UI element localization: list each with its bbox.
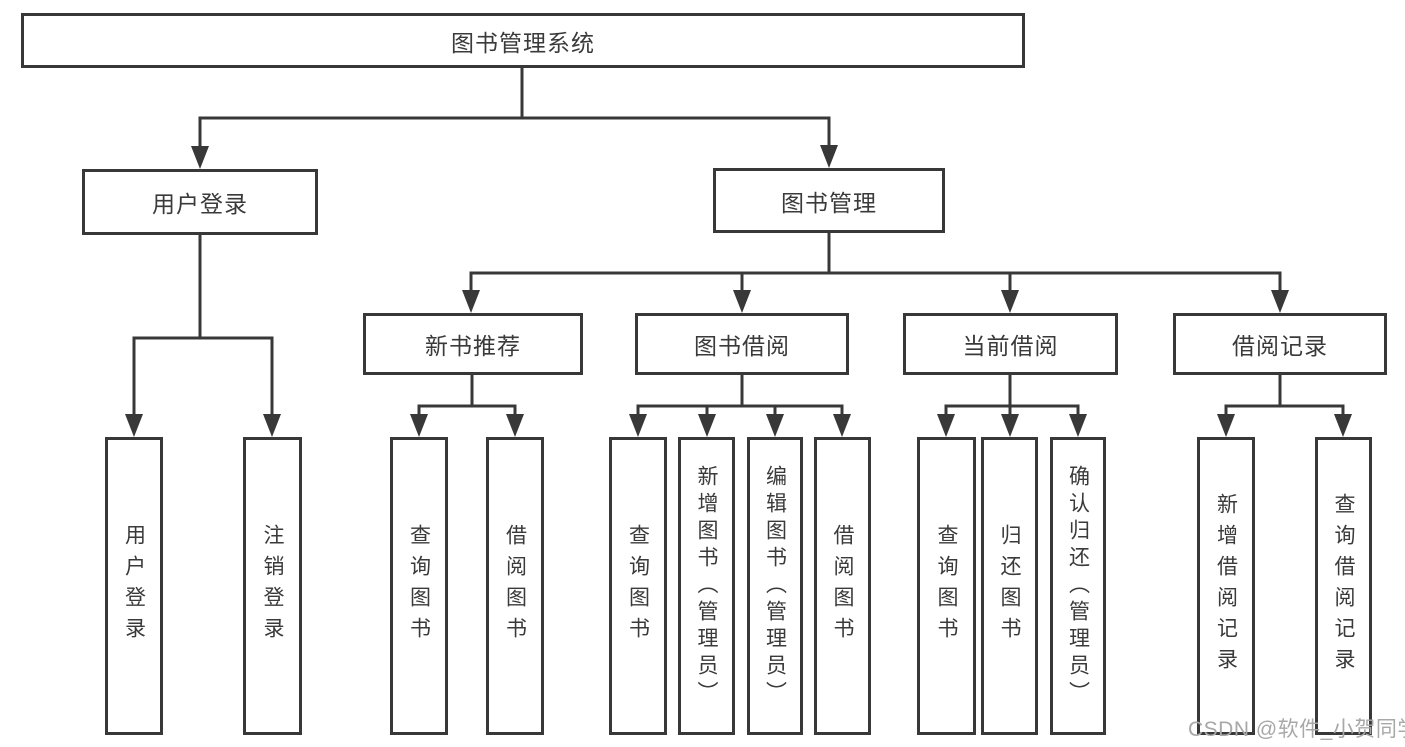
leaf-label: 借阅图书 [503, 524, 527, 648]
arrow-down-icon [263, 414, 281, 437]
connector-borrow-records [1224, 373, 1345, 416]
leaf-label: 查询图书 [935, 524, 958, 648]
arrow-down-icon [629, 414, 647, 437]
leaf-label: 新增图书（管理员） [695, 464, 718, 708]
node-new-book-recommend: 新书推荐 [363, 313, 583, 375]
leaf-edit-book-admin: 编辑图书（管理员） [747, 437, 803, 735]
connector-book-borrow [636, 373, 844, 416]
arrow-down-icon [833, 414, 851, 437]
arrow-down-icon [462, 290, 480, 313]
arrow-down-icon [698, 414, 716, 437]
node-label: 图书借阅 [694, 333, 790, 359]
leaf-label: 编辑图书（管理员） [763, 464, 787, 708]
arrow-down-icon [1271, 290, 1289, 313]
leaf-add-book-admin: 新增图书（管理员） [678, 437, 735, 735]
node-label: 当前借阅 [962, 333, 1059, 359]
arrow-down-icon [820, 145, 838, 168]
arrow-down-icon [125, 414, 143, 437]
leaf-return-book: 归还图书 [981, 437, 1038, 735]
leaf-label: 查询图书 [626, 524, 650, 648]
arrow-down-icon [1069, 414, 1087, 437]
node-label: 借阅记录 [1232, 333, 1328, 359]
leaf-logout: 注销登录 [243, 437, 302, 735]
leaf-label: 借阅图书 [831, 524, 854, 648]
leaf-label: 注销登录 [261, 524, 284, 648]
arrow-down-icon [1001, 414, 1019, 437]
arrow-down-icon [1001, 290, 1019, 313]
arrow-down-icon [506, 414, 524, 437]
node-borrow-records: 借阅记录 [1173, 313, 1387, 375]
csdn-watermark: CSDN @软件_小贺同学 [1188, 718, 1405, 741]
arrow-down-icon [191, 146, 209, 169]
node-label: 新书推荐 [425, 333, 521, 359]
node-book-management: 图书管理 [713, 168, 945, 233]
leaf-add-borrow-record: 新增借阅记录 [1197, 437, 1255, 735]
leaf-borrow-book: 借阅图书 [814, 437, 871, 735]
arrow-down-icon [1334, 414, 1352, 437]
node-book-borrow: 图书借阅 [635, 313, 849, 375]
leaf-query-book-recommend: 查询图书 [390, 437, 448, 735]
connector-book-management [469, 231, 1282, 292]
node-label: 用户登录 [152, 191, 248, 217]
leaf-query-book-borrow: 查询图书 [609, 437, 667, 735]
leaf-label: 查询借阅记录 [1332, 493, 1355, 679]
node-library-management-system: 图书管理系统 [21, 13, 1025, 68]
leaf-label: 查询图书 [407, 524, 431, 648]
arrow-down-icon [733, 290, 751, 313]
node-label: 图书管理系统 [451, 29, 595, 56]
leaf-query-borrow-record: 查询借阅记录 [1315, 437, 1372, 735]
connector-current-borrow [944, 373, 1080, 416]
arrow-down-icon [937, 414, 955, 437]
arrow-down-icon [766, 414, 784, 437]
connector-user-login [132, 233, 274, 416]
leaf-query-book-current: 查询图书 [917, 437, 976, 735]
leaf-label: 确认归还（管理员） [1066, 464, 1090, 708]
arrow-down-icon [410, 414, 428, 437]
connector-new-book-recommend [417, 373, 517, 416]
leaf-confirm-return-admin: 确认归还（管理员） [1050, 437, 1106, 735]
arrow-down-icon [1217, 414, 1235, 437]
node-user-login: 用户登录 [82, 169, 318, 235]
leaf-label: 新增借阅记录 [1214, 493, 1238, 679]
leaf-label: 用户登录 [122, 524, 146, 648]
connector-root [198, 66, 831, 148]
leaf-user-login: 用户登录 [105, 437, 163, 735]
leaf-borrow-book-recommend: 借阅图书 [486, 437, 544, 735]
leaf-label: 归还图书 [998, 524, 1021, 648]
node-label: 图书管理 [781, 189, 877, 216]
node-current-borrow: 当前借阅 [903, 313, 1118, 375]
